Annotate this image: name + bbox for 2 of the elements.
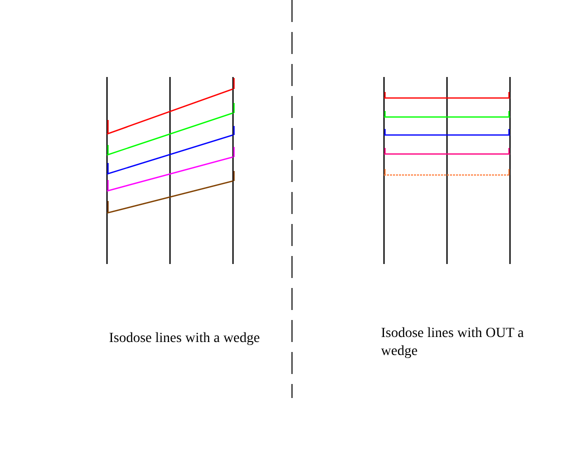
caption-text: Isodose lines with OUT a wedge — [381, 325, 525, 361]
caption-text: Isodose lines with a wedge — [109, 330, 261, 348]
